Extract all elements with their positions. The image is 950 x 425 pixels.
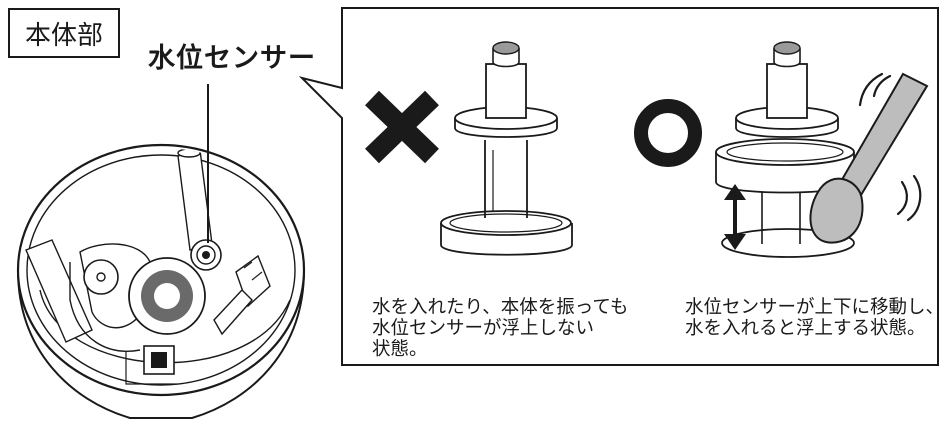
bad-sensor-drawing (440, 41, 573, 256)
main-body-drawing (16, 84, 306, 419)
bad-example-caption: 水を入れたり、本体を振っても 水位センサーが浮上しない 状態。 (372, 297, 629, 360)
cross-mark-icon (365, 90, 439, 164)
water-level-sensor-label: 水位センサー (148, 43, 316, 74)
good-example-caption: 水位センサーが上下に移動し、 水を入れると浮上する状態。 (685, 297, 945, 339)
circle-mark-icon (634, 99, 702, 167)
swab-icon (809, 72, 929, 244)
body-part-label: 本体部 (8, 8, 120, 58)
good-sensor-drawing (715, 41, 855, 258)
shake-lines-icon (858, 72, 922, 222)
up-down-arrow-icon (724, 184, 746, 250)
